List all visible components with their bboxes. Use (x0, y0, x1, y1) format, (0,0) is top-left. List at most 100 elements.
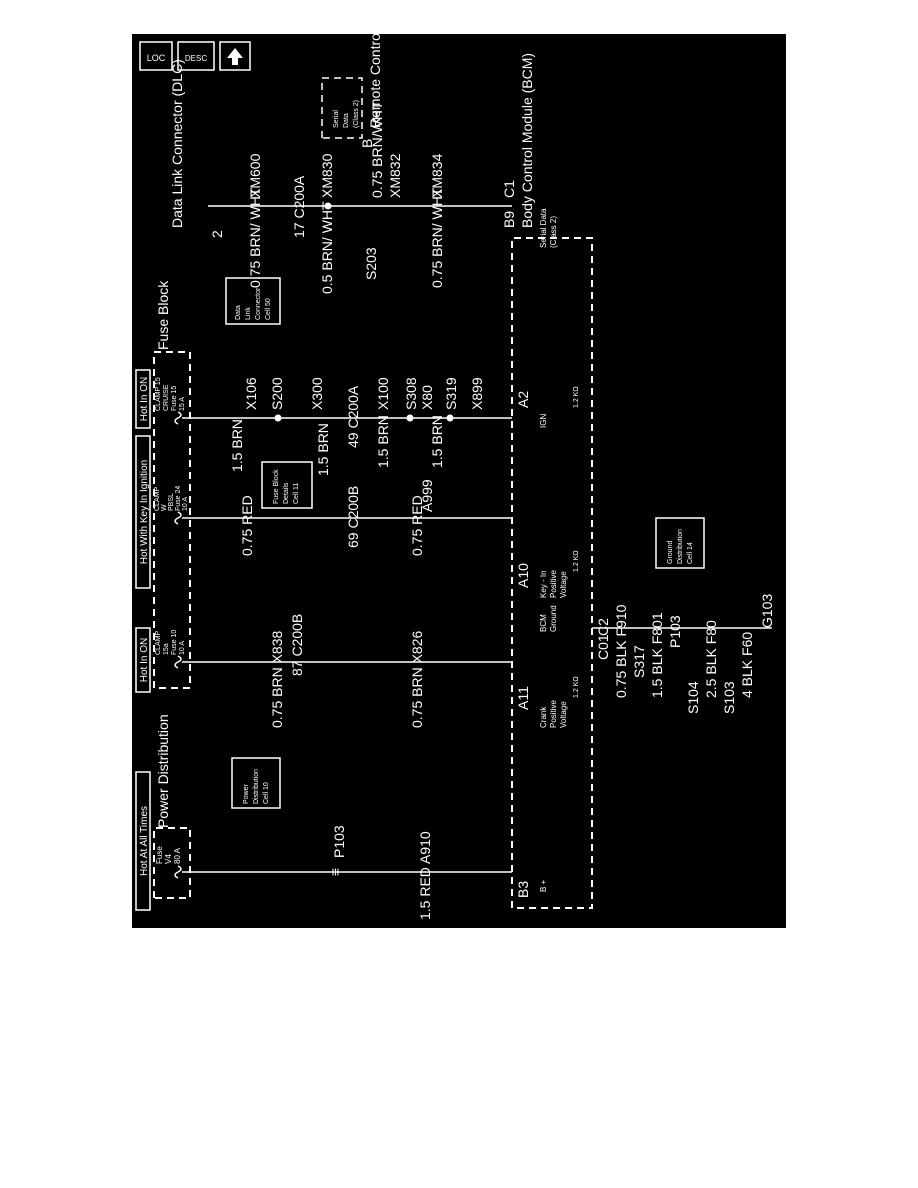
header-hot-all-times: Hot At All Times (135, 771, 151, 911)
pin-a11: A11 (515, 686, 531, 710)
header-hot-with-key: Hot With Key In Ignition (135, 435, 151, 589)
svg-text:W: W (161, 504, 168, 511)
splice-s203 (324, 202, 332, 210)
pin-b3: B3 (515, 881, 531, 898)
header-hot-in-on-right: Hot In ON (135, 369, 151, 429)
svg-text:Serial: Serial (333, 110, 340, 128)
svg-text:Link: Link (245, 307, 252, 320)
nav-up-button[interactable] (219, 41, 251, 71)
svg-text:Positive: Positive (549, 569, 558, 598)
nav-desc-button[interactable]: DESC (177, 41, 215, 71)
wire-label-f910: 0.75 BLK F910 (613, 604, 629, 698)
svg-text:Hot With Key In Ignition: Hot With Key In Ignition (139, 460, 150, 565)
splice-label-s103: S103 (721, 681, 737, 714)
svg-text:CLAMP: CLAMP (155, 631, 162, 655)
svg-text:Voltage: Voltage (559, 571, 568, 598)
wire-label-brn-d: 1.5 BRN (429, 415, 445, 468)
pin-c2: C2 (595, 618, 611, 636)
svg-text:Hot In ON: Hot In ON (139, 638, 150, 682)
ref-power-distribution[interactable]: Power Distribution Cell 10 (231, 757, 281, 809)
svg-text:1.2 KΩ: 1.2 KΩ (573, 386, 580, 408)
rcdl-pin: B (359, 139, 375, 148)
wire-label-brn-wht-832: 0.75 BRN/WHT (369, 101, 385, 198)
fuse-block-box (153, 351, 191, 689)
connector-p103b: P103 (667, 615, 683, 648)
wire-label-f80: 2.5 BLK F80 (703, 620, 719, 698)
svg-text:Serial Data: Serial Data (539, 208, 548, 248)
svg-text:Ground: Ground (667, 541, 674, 564)
svg-text:Data: Data (343, 113, 350, 128)
svg-text:Power: Power (243, 783, 250, 804)
wiring-diagram: Hot At All Times Hot In ON Hot With Key … (132, 34, 786, 928)
wire-label-x80: X80 (419, 385, 435, 410)
wire-label-brn-wht-830: 0.5 BRN/ WHT (319, 201, 335, 294)
up-arrow-icon (227, 48, 243, 65)
wire-label-xm832: XM832 (387, 153, 403, 198)
fuse-block-label: Fuse Block (155, 280, 171, 350)
wire-label-red-lower: 0.75 RED (409, 495, 425, 556)
wire-label-xm830: XM830 (319, 153, 335, 198)
splice-label-s200: S200 (269, 377, 285, 410)
svg-text:Data: Data (235, 305, 242, 320)
svg-text:(Class 2): (Class 2) (353, 100, 360, 128)
wire-label-x100: X100 (375, 377, 391, 410)
header-hot-in-on-left: Hot In ON (135, 627, 151, 693)
connector-c200a-b: 17 C200A (291, 175, 307, 238)
wire-label-x838: 0.75 BRN X838 (269, 631, 285, 728)
wire-label-brn-c: 1.5 BRN (375, 415, 391, 468)
svg-text:Fuse Block: Fuse Block (273, 469, 280, 504)
splice-s319 (446, 414, 454, 422)
svg-text:CLAMP 15: CLAMP 15 (155, 377, 162, 411)
pin-b9: B9 (501, 211, 517, 228)
svg-text:(Class 2): (Class 2) (549, 216, 558, 248)
svg-text:V4: V4 (164, 854, 173, 864)
wire-label-a910: 1.5 RED A910 (417, 831, 433, 920)
wire-label-x300: X300 (309, 377, 325, 410)
pin-a2: A2 (515, 391, 531, 408)
svg-text:15a: 15a (163, 643, 170, 655)
svg-text:Cell 50: Cell 50 (265, 298, 272, 320)
svg-text:Fuse 24: Fuse 24 (175, 486, 182, 511)
fuse-10: CLAMP 15a Fuse 10 10 A (155, 630, 186, 669)
wire-label-brn-a: 1.5 BRN (229, 419, 245, 472)
wire-label-a999: A999 (419, 479, 435, 512)
svg-text:Hot In ON: Hot In ON (139, 377, 150, 421)
svg-text:10 A: 10 A (179, 641, 186, 655)
svg-text:Cell 11: Cell 11 (293, 483, 300, 504)
p103-mark: ≡ (327, 868, 343, 876)
nav-loc-button[interactable]: LOC (139, 41, 173, 71)
svg-text:Fuse: Fuse (155, 846, 164, 864)
svg-text:Details: Details (283, 482, 290, 504)
ref-fuse-block-details[interactable]: Fuse Block Details Cell 11 (261, 461, 313, 509)
wire-label-x106: X106 (243, 377, 259, 410)
svg-text:Cell 14: Cell 14 (687, 542, 694, 564)
ref-dlc-cell[interactable]: Data Link Connector Cell 50 (225, 277, 281, 325)
rcdl-label: Remote Control Door Lock Receiver (367, 34, 383, 128)
power-distribution-label: Power Distribution (155, 714, 171, 828)
wire-label-brn-b: 1.5 BRN (315, 423, 331, 476)
wire-label-x899: X899 (469, 377, 485, 410)
connector-c200b-b: 69 C200B (345, 486, 361, 548)
fuse-24: CLAMP W PBSL Fuse 24 10 A (154, 486, 189, 525)
splice-label-s319: S319 (443, 377, 459, 410)
wire-label-red-upper: 0.75 RED (239, 495, 255, 556)
rcdl-box (321, 77, 363, 139)
connector-p103a: P103 (331, 825, 347, 858)
pin-a10: A10 (515, 563, 531, 588)
svg-text:LOC: LOC (147, 53, 166, 63)
svg-text:Distribution: Distribution (253, 769, 260, 804)
splice-label-s308: S308 (403, 377, 419, 410)
fuse-v4: Fuse V4 80 A (155, 846, 182, 879)
ground-g103: G103 (759, 594, 775, 628)
ref-ground-distribution[interactable]: Ground Distribution Cell 14 (655, 517, 705, 569)
svg-text:1.2 KΩ: 1.2 KΩ (573, 550, 580, 572)
bcm-ign: IGN (539, 414, 548, 428)
svg-text:Fuse 10: Fuse 10 (171, 630, 178, 655)
svg-text:DESC: DESC (185, 54, 207, 63)
splice-label-s104: S104 (685, 681, 701, 714)
svg-text:10 A: 10 A (182, 497, 189, 511)
svg-text:PBSL: PBSL (168, 493, 175, 511)
svg-text:Key - In: Key - In (539, 570, 548, 598)
splice-s200 (274, 414, 282, 422)
splice-label-s317: S317 (631, 645, 647, 678)
